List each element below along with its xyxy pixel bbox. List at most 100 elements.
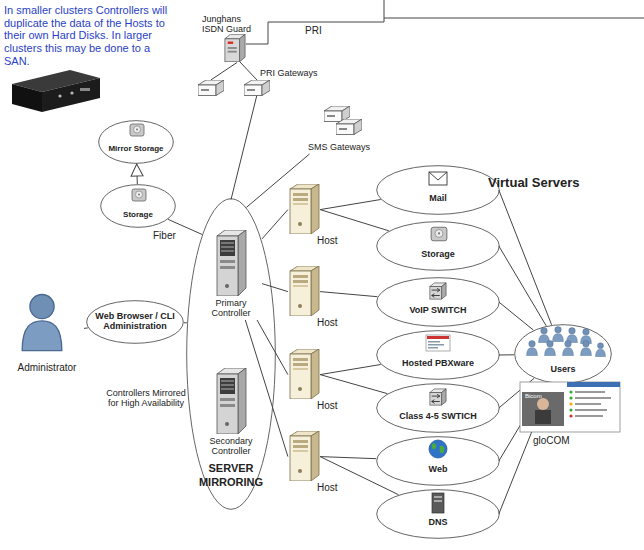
oval-outline [376, 436, 500, 486]
connector-line [320, 457, 376, 459]
administrator-icon [22, 295, 62, 351]
node-label: VoIP SWITCH [382, 305, 494, 315]
appliance-top [12, 70, 100, 92]
node-label: Users [514, 364, 612, 374]
status-dot [569, 402, 572, 405]
edge-label: Fiber [153, 230, 176, 242]
isdn-guard: Junghans ISDN Guard [196, 14, 278, 64]
oval-shape [377, 437, 500, 486]
gateway-wire [240, 62, 257, 80]
node-label: Secondary Controller [200, 436, 262, 457]
appliance-led [58, 94, 61, 97]
node-label: Web [382, 464, 494, 474]
video-panel [522, 392, 564, 426]
connector-line [168, 219, 202, 234]
connector-line [84, 327, 88, 329]
host-server-icon [290, 266, 319, 316]
oval-outline [376, 277, 500, 327]
connector-line [246, 154, 309, 207]
connector-line [231, 96, 257, 200]
connector-line [320, 210, 389, 231]
node-label: Web Browser / CLI Administration [92, 311, 178, 332]
connector-arrow [136, 164, 138, 184]
host-server: Host [286, 431, 348, 495]
isdn-guard-icon [225, 34, 245, 62]
oval-shape [377, 166, 500, 215]
connector-line [499, 354, 514, 355]
host-server: Host [286, 266, 348, 330]
appliance-side [42, 78, 100, 112]
line-label: PRI [305, 25, 322, 37]
gateway-icon [244, 80, 270, 96]
administrator: Administrator [10, 290, 84, 376]
gateway-icon [324, 106, 350, 122]
host-server: Host [286, 184, 348, 248]
host-server: Host [286, 349, 348, 413]
admin-interface-oval: Web Browser / CLI Administration [86, 300, 184, 344]
mirroring-ellipse: SERVER MIRRORINGPrimary ControllerSecond… [186, 198, 276, 510]
connector-line [320, 365, 381, 375]
status-dot [569, 390, 572, 393]
oval-outline [376, 221, 500, 271]
oval-outline [514, 324, 612, 384]
note-text: In smaller clusters Controllers will dup… [4, 4, 176, 67]
controller: Primary Controller [200, 228, 262, 320]
oval-outline [100, 184, 176, 228]
virtual-server-oval: Hosted PBXware [376, 330, 500, 380]
oval-shape [101, 185, 176, 228]
node-label: Primary Controller [200, 298, 262, 319]
oval-outline [376, 330, 500, 380]
appliance-front [12, 84, 42, 112]
gateway-icon [198, 80, 224, 96]
pri-line [246, 0, 644, 44]
host-server-icon [290, 349, 319, 399]
node-label: Storage [382, 249, 494, 259]
oval-shape [377, 331, 500, 380]
host-server-icon [290, 431, 319, 481]
virtual-server-oval: Storage [376, 221, 500, 271]
group-heading: Virtual Servers [488, 176, 580, 191]
node-label: Mirror Storage [102, 144, 170, 153]
contact-line [575, 409, 607, 411]
connector-line [499, 246, 546, 326]
oval-outline [376, 489, 500, 539]
oval-shape [377, 222, 500, 271]
glocom-window [520, 382, 620, 432]
oval-outline [376, 165, 500, 215]
connector-line [499, 190, 552, 325]
host-server-icon [290, 184, 319, 234]
connector-line [184, 322, 187, 323]
status-dot [569, 396, 572, 399]
status-dot [569, 414, 572, 417]
node-label: SMS Gateways [300, 142, 378, 152]
oval-outline [98, 120, 174, 164]
oval-outline [376, 383, 500, 433]
status-dot [569, 408, 572, 411]
gateway-icon [336, 119, 362, 135]
oval-shape [99, 121, 174, 164]
connector-line [262, 210, 288, 239]
connector-line [499, 382, 546, 461]
oval-shape [515, 325, 612, 384]
note-text: Controllers Mirrored for High Availabili… [100, 388, 192, 409]
node-label: SERVER MIRRORING [176, 462, 286, 490]
node-label: Host [317, 235, 349, 247]
node-label: Junghans ISDN Guard [202, 14, 264, 35]
oval-shape [377, 278, 500, 327]
storage-circle: Storage [100, 184, 176, 228]
connector-line [211, 63, 237, 80]
connector-line [320, 292, 377, 297]
contact-line [575, 397, 611, 399]
node-label: DNS [382, 517, 494, 527]
connector-line [320, 200, 381, 210]
contact-line [575, 415, 603, 417]
oval-shape [87, 301, 184, 344]
contact-line [575, 403, 601, 405]
appliance-port [80, 88, 90, 91]
oval-shape [377, 490, 500, 539]
node-label: Storage [104, 210, 172, 219]
